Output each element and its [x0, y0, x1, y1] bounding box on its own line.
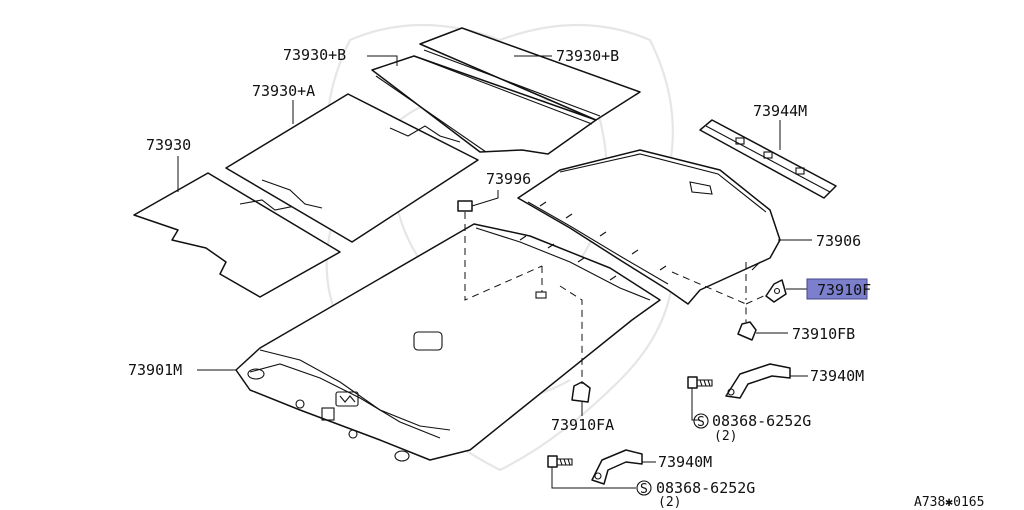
screw-upper-callout: S 08368-6252G (2) [693, 412, 811, 444]
highlight-73910f [806, 278, 868, 300]
part-73910f-clip[interactable] [765, 279, 787, 303]
part-73930a-mat[interactable] [225, 93, 479, 243]
label-73930a: 73930+A [252, 82, 315, 100]
part-73901m-headliner[interactable] [235, 223, 661, 462]
label-73930: 73930 [146, 136, 191, 154]
label-screw-lower: 08368-6252G [656, 479, 755, 497]
screw-lower-callout: S 08368-6252G (2) [636, 479, 755, 510]
figure-code: A738✱0165 [914, 495, 984, 510]
part-73906-headliner-panel[interactable] [517, 149, 781, 305]
label-73910fa: 73910FA [551, 416, 614, 434]
part-73940m-handle-upper[interactable] [725, 363, 791, 399]
label-73930b-left: 73930+B [283, 46, 346, 64]
assembly-lines [464, 212, 769, 384]
part-73930b-strip-middle[interactable] [371, 55, 597, 155]
label-73910fb: 73910FB [792, 325, 855, 343]
label-73944m: 73944M [753, 102, 807, 120]
label-73910f: 73910F [817, 281, 871, 299]
part-73910fb-clip[interactable] [737, 321, 757, 341]
label-73906: 73906 [816, 232, 861, 250]
label-73930b-right: 73930+B [556, 47, 619, 65]
part-73940m-handle-lower[interactable] [591, 449, 643, 485]
label-73940m-lower: 73940M [658, 453, 712, 471]
label-73901m: 73901M [128, 361, 182, 379]
label-screw-upper: 08368-6252G [712, 412, 811, 430]
label-73996: 73996 [486, 170, 531, 188]
screw-lower-symbol: S [640, 482, 648, 497]
part-73996-clip[interactable] [457, 200, 473, 212]
part-73944m-rail[interactable] [699, 119, 837, 199]
label-screw-upper-qty: (2) [714, 429, 737, 444]
screw-lower[interactable] [547, 455, 573, 468]
label-73940m-upper: 73940M [810, 367, 864, 385]
screw-upper-symbol: S [697, 415, 705, 430]
part-73930b-strip-upper[interactable] [419, 27, 641, 121]
label-screw-lower-qty: (2) [658, 495, 681, 510]
part-73910fa-clip[interactable] [571, 381, 591, 403]
screw-upper[interactable] [687, 376, 713, 389]
leader-lines [177, 55, 812, 489]
